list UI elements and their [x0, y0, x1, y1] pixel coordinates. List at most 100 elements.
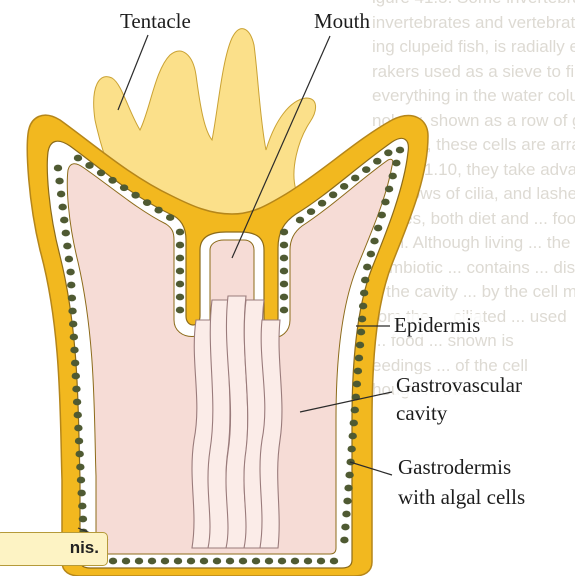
algal-cell: [213, 558, 221, 565]
label-cavity: cavity: [394, 402, 449, 425]
algal-cell: [75, 438, 83, 445]
algal-cell: [280, 268, 288, 275]
algal-cell: [381, 199, 389, 206]
algal-cell: [62, 230, 70, 237]
algal-cell: [239, 558, 247, 565]
algal-cell: [351, 175, 359, 182]
algal-cell: [265, 558, 273, 565]
algal-cell: [67, 282, 75, 289]
algal-cell: [280, 242, 288, 249]
algal-cell: [73, 399, 81, 406]
algal-cell: [176, 294, 184, 301]
algal-cell: [148, 558, 156, 565]
algal-cell: [384, 149, 392, 156]
algal-cell: [60, 217, 68, 224]
algal-cell: [329, 191, 337, 198]
algal-cell: [70, 347, 78, 354]
caption-text: nis.: [70, 538, 107, 557]
algal-cell: [74, 412, 82, 419]
algal-cell: [354, 368, 362, 375]
label-mouth: Mouth: [312, 10, 372, 33]
algal-cell: [345, 472, 353, 479]
label-gastrodermis: Gastrodermis: [396, 456, 513, 479]
algal-cell: [370, 238, 378, 245]
algal-cell: [176, 229, 184, 236]
algal-cell: [65, 256, 73, 263]
algal-cell: [55, 178, 63, 185]
algal-cell: [280, 307, 288, 314]
algal-cell: [77, 490, 85, 497]
algal-cell: [340, 183, 348, 190]
algal-cell: [77, 477, 85, 484]
algal-cell: [68, 308, 76, 315]
algal-cell: [291, 558, 299, 565]
algal-cell: [76, 451, 84, 458]
algal-cell: [353, 381, 361, 388]
algal-cell: [176, 242, 184, 249]
algal-cell: [361, 277, 369, 284]
algal-cell: [174, 558, 182, 565]
algal-cell: [330, 558, 338, 565]
algal-cell: [120, 184, 128, 191]
algal-cell: [350, 420, 358, 427]
algal-cell: [63, 243, 71, 250]
algal-cell: [57, 191, 65, 198]
algal-cell: [72, 386, 80, 393]
algal-cell: [341, 524, 349, 531]
algal-cell: [374, 225, 382, 232]
algal-cell: [278, 558, 286, 565]
algal-cell: [166, 214, 174, 221]
algal-cell: [71, 360, 79, 367]
algal-cell: [66, 269, 74, 276]
algal-cell: [349, 433, 357, 440]
algal-cell: [307, 208, 315, 215]
algal-cell: [355, 355, 363, 362]
algal-cell: [85, 162, 93, 169]
algal-cell: [378, 212, 386, 219]
algal-cell: [342, 511, 350, 518]
algal-cell: [109, 558, 117, 565]
algal-cell: [176, 281, 184, 288]
algal-cell: [97, 169, 105, 176]
algal-cell: [389, 173, 397, 180]
algal-cell: [176, 307, 184, 314]
algal-cell: [74, 155, 82, 162]
algal-cell: [280, 229, 288, 236]
algal-cell: [363, 264, 371, 271]
algal-cell: [78, 503, 86, 510]
algal-cell: [367, 251, 375, 258]
algal-cell: [79, 516, 87, 523]
algal-cell: [252, 558, 260, 565]
algal-cell: [200, 558, 208, 565]
algal-cell: [340, 537, 348, 544]
algal-cell: [296, 217, 304, 224]
algal-cell: [356, 342, 364, 349]
algal-cell: [70, 334, 78, 341]
algal-cell: [358, 316, 366, 323]
algal-cell: [68, 295, 76, 302]
algal-cell: [161, 558, 169, 565]
algal-cell: [226, 558, 234, 565]
algal-cell: [344, 485, 352, 492]
algal-cell: [317, 558, 325, 565]
algal-cell: [396, 147, 404, 154]
algal-cell: [360, 290, 368, 297]
algal-cell: [76, 464, 84, 471]
label-algal-cells: with algal cells: [396, 486, 527, 509]
algal-cell: [362, 166, 370, 173]
algal-cell: [347, 446, 355, 453]
algal-cell: [343, 498, 351, 505]
algal-cell: [304, 558, 312, 565]
algal-cell: [135, 558, 143, 565]
algal-cell: [74, 425, 82, 432]
algal-cell: [58, 204, 66, 211]
label-gastrovascular: Gastrovascular: [394, 374, 524, 397]
algal-cell: [176, 255, 184, 262]
algal-cell: [143, 199, 151, 206]
label-tentacle: Tentacle: [118, 10, 193, 33]
algal-cell: [122, 558, 130, 565]
mesentery-folds: [192, 296, 282, 548]
algal-cell: [351, 407, 359, 414]
algal-cell: [280, 255, 288, 262]
algal-cell: [392, 160, 400, 167]
